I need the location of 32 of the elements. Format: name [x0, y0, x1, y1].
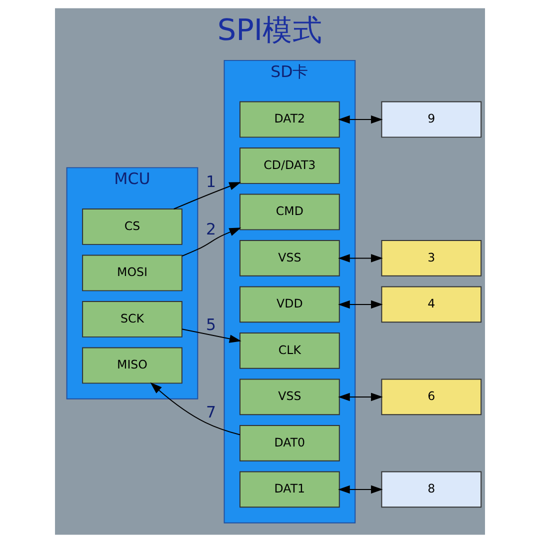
arrow	[338, 300, 382, 309]
node-box: SCK	[82, 301, 182, 338]
arrow	[181, 328, 241, 343]
arrow	[150, 382, 240, 436]
edge-label: 7	[205, 402, 216, 422]
node-box: VSS	[239, 378, 340, 416]
edge-label: 1	[205, 172, 216, 192]
arrow	[338, 392, 382, 402]
node-box: CLK	[239, 332, 340, 369]
node-box: DAT0	[239, 425, 340, 462]
node-box: VDD	[239, 286, 340, 323]
node-box: DAT1	[239, 471, 340, 508]
arrow	[338, 485, 382, 494]
diagram-title: SPI模式	[216, 12, 322, 47]
node-box: 9	[380, 101, 482, 138]
node-box: 6	[380, 378, 482, 416]
node-box: MISO	[82, 347, 182, 384]
node-box: 8	[380, 471, 482, 508]
node-box: CS	[82, 208, 182, 245]
node-box: DAT2	[239, 101, 340, 138]
node-box: CD/DAT3	[239, 148, 340, 184]
node-box: MOSI	[82, 254, 182, 292]
arrow	[181, 228, 241, 256]
arrow	[172, 182, 241, 210]
node-box: CMD	[239, 194, 340, 230]
node-box: 3	[380, 240, 482, 276]
node-box: 4	[380, 286, 482, 323]
node-box: VSS	[239, 240, 340, 276]
arrow	[338, 115, 382, 124]
arrow	[338, 254, 382, 262]
edge-label: 2	[205, 219, 216, 238]
edge-label: 5	[205, 314, 216, 334]
